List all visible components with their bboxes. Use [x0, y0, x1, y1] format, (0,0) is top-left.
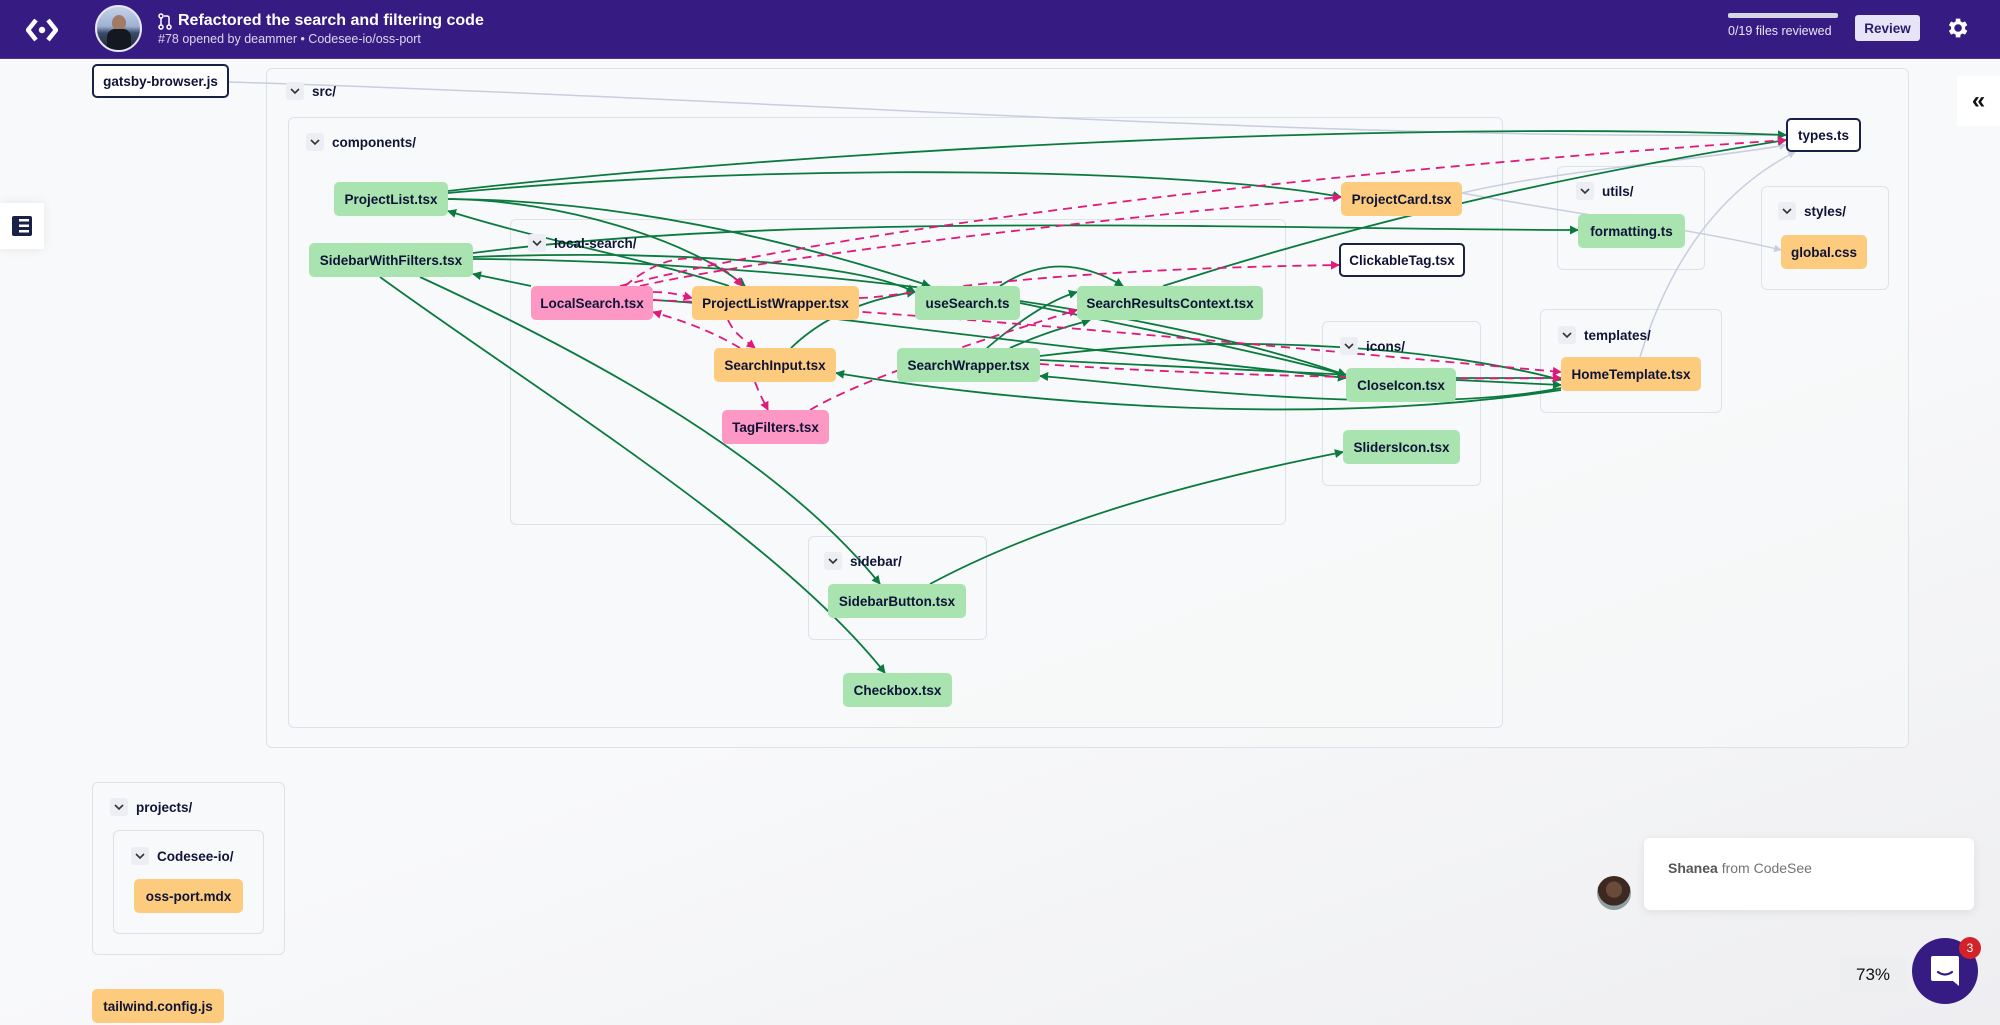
- folder-name: src/: [312, 83, 337, 99]
- review-progress: 0/19 files reviewed: [1728, 13, 1838, 38]
- chevron-down-icon[interactable]: [110, 798, 128, 816]
- folder-name: Codesee-io/: [157, 848, 234, 864]
- file-node-useSearch[interactable]: useSearch.ts: [915, 286, 1020, 320]
- folder-label: icons/: [1340, 337, 1405, 355]
- sidebar-list-icon: [12, 216, 32, 236]
- pull-request-icon: [158, 12, 172, 30]
- folder-name: icons/: [1366, 338, 1406, 354]
- file-node-gatsby-browser[interactable]: gatsby-browser.js: [92, 64, 229, 98]
- chevron-down-icon[interactable]: [286, 82, 304, 100]
- file-node-ClickableTag[interactable]: ClickableTag.tsx: [1339, 243, 1465, 277]
- files-reviewed-count: 0/19 files reviewed: [1728, 24, 1832, 38]
- right-panel-toggle[interactable]: «: [1957, 76, 2000, 126]
- unread-badge: 3: [1959, 937, 1981, 959]
- file-node-global[interactable]: global.css: [1781, 235, 1867, 269]
- file-node-TagFilters[interactable]: TagFilters.tsx: [722, 410, 829, 444]
- dependency-map-canvas[interactable]: src/components/local-search/sidebar/icon…: [0, 60, 2000, 1025]
- codesee-logo-icon[interactable]: [26, 16, 58, 44]
- chevron-down-icon[interactable]: [306, 133, 324, 151]
- file-node-SearchResultsContext[interactable]: SearchResultsContext.tsx: [1077, 286, 1263, 320]
- folder-name: components/: [332, 134, 417, 150]
- chevron-down-icon[interactable]: [1558, 326, 1576, 344]
- file-node-LocalSearch[interactable]: LocalSearch.tsx: [531, 286, 653, 320]
- chevron-down-icon[interactable]: [528, 234, 546, 252]
- file-node-SidebarWithFilters[interactable]: SidebarWithFilters.tsx: [309, 243, 473, 277]
- folder-name: sidebar/: [850, 553, 902, 569]
- chat-icon: [1931, 956, 1959, 986]
- chevron-down-icon[interactable]: [1340, 337, 1358, 355]
- folder-label: components/: [306, 133, 416, 151]
- file-node-CloseIcon[interactable]: CloseIcon.tsx: [1346, 368, 1456, 402]
- file-node-formatting[interactable]: formatting.ts: [1578, 214, 1685, 248]
- folder-label: projects/: [110, 798, 192, 816]
- review-button[interactable]: Review: [1855, 15, 1920, 41]
- folder-name: utils/: [1602, 183, 1634, 199]
- gear-icon[interactable]: [1944, 15, 1970, 41]
- folder-name: projects/: [136, 799, 193, 815]
- folder-label: utils/: [1576, 182, 1634, 200]
- folder-name: local-search/: [554, 235, 637, 251]
- folder-label: sidebar/: [824, 552, 902, 570]
- file-node-oss-port[interactable]: oss-port.mdx: [134, 879, 243, 913]
- top-header: Refactored the search and filtering code…: [0, 0, 2000, 59]
- file-node-ProjectList[interactable]: ProjectList.tsx: [334, 182, 448, 216]
- file-node-SearchInput[interactable]: SearchInput.tsx: [714, 348, 836, 382]
- file-node-ProjectCard[interactable]: ProjectCard.tsx: [1341, 182, 1462, 216]
- left-panel-toggle[interactable]: [0, 203, 44, 249]
- chat-sender-suffix: from CodeSee: [1717, 860, 1812, 876]
- author-avatar[interactable]: [95, 5, 142, 52]
- pr-subtitle: #78 opened by deammer • Codesee-io/oss-p…: [158, 32, 421, 46]
- file-node-Checkbox[interactable]: Checkbox.tsx: [843, 673, 952, 707]
- folder-label: src/: [286, 82, 336, 100]
- file-node-ProjectListWrapper[interactable]: ProjectListWrapper.tsx: [692, 286, 859, 320]
- chat-sender-name: Shanea: [1668, 860, 1718, 876]
- zoom-level[interactable]: 73%: [1840, 957, 1906, 993]
- folder-name: templates/: [1584, 327, 1651, 343]
- folder-label: local-search/: [528, 234, 637, 252]
- folder-name: styles/: [1804, 203, 1847, 219]
- folder-label: templates/: [1558, 326, 1651, 344]
- chevron-down-icon[interactable]: [1576, 182, 1594, 200]
- chat-agent-avatar: [1597, 876, 1631, 910]
- file-node-tailwind[interactable]: tailwind.config.js: [92, 989, 224, 1023]
- progress-bar: [1728, 13, 1838, 18]
- file-node-types[interactable]: types.ts: [1786, 118, 1861, 152]
- folder-label: styles/: [1778, 202, 1846, 220]
- chat-message-preview[interactable]: Shanea from CodeSee: [1644, 838, 1974, 910]
- file-node-SidebarButton[interactable]: SidebarButton.tsx: [828, 584, 966, 618]
- folder-label: Codesee-io/: [131, 847, 234, 865]
- pr-title: Refactored the search and filtering code: [178, 12, 484, 29]
- chevron-down-icon[interactable]: [824, 552, 842, 570]
- file-node-SearchWrapper[interactable]: SearchWrapper.tsx: [897, 348, 1040, 382]
- chevron-down-icon[interactable]: [131, 847, 149, 865]
- file-node-HomeTemplate[interactable]: HomeTemplate.tsx: [1561, 357, 1701, 391]
- file-node-SlidersIcon[interactable]: SlidersIcon.tsx: [1343, 430, 1460, 464]
- chevron-down-icon[interactable]: [1778, 202, 1796, 220]
